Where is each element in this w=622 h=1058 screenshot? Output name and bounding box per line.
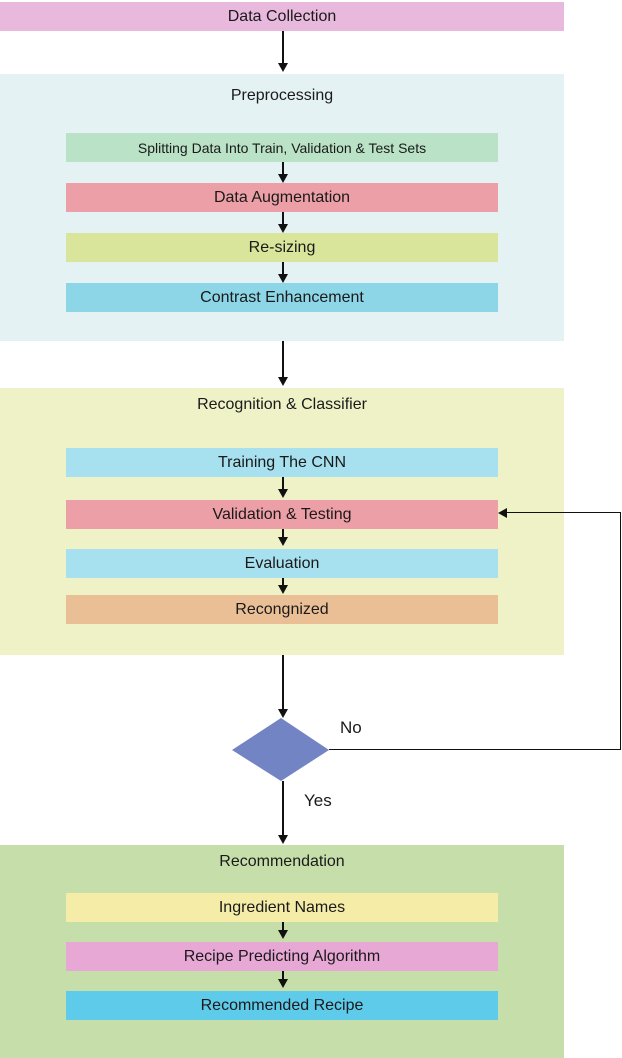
recipe-algorithm-box: Recipe Predicting Algorithm [66, 942, 498, 971]
recognition-title: Recognition & Classifier [197, 396, 367, 413]
arrow-shaft [282, 922, 284, 932]
validation-testing-box: Validation & Testing [66, 500, 498, 529]
recipe-algorithm-label: Recipe Predicting Algorithm [183, 947, 381, 965]
evaluation-box: Evaluation [66, 549, 498, 578]
arrow-head [278, 585, 288, 594]
arrow-shaft [282, 655, 284, 710]
data-collection-box: Data Collection [0, 2, 564, 31]
data-collection-label: Data Collection [227, 7, 337, 25]
recommendation-title: Recommendation [219, 853, 345, 870]
recommended-recipe-label: Recommended Recipe [200, 996, 364, 1014]
split-data-box: Splitting Data Into Train, Validation & … [66, 133, 498, 162]
arrow-head [278, 835, 288, 844]
yes-label: Yes [304, 791, 332, 810]
arrow-head [278, 930, 288, 939]
ingredient-names-label: Ingredient Names [218, 898, 346, 916]
recognized-label: Recongnized [235, 600, 329, 618]
resizing-label: Re-sizing [248, 238, 316, 256]
arrow-head [278, 709, 288, 718]
arrow-shaft [282, 212, 284, 226]
no-branch-line [329, 749, 621, 750]
data-augmentation-label: Data Augmentation [213, 188, 351, 206]
no-label: No [340, 718, 362, 737]
arrow-head [278, 63, 288, 72]
arrow-head [278, 224, 288, 233]
evaluation-label: Evaluation [244, 554, 320, 572]
arrow-shaft [282, 529, 284, 539]
ingredient-names-box: Ingredient Names [66, 893, 498, 922]
training-cnn-box: Training The CNN [66, 448, 498, 477]
validation-testing-label: Validation & Testing [212, 505, 352, 523]
decision-diamond [232, 718, 329, 781]
arrow-head [278, 377, 288, 386]
arrow-shaft [282, 971, 284, 981]
arrow-shaft [282, 477, 284, 491]
preprocessing-title: Preprocessing [230, 87, 334, 104]
arrow-shaft [282, 31, 284, 64]
recommended-recipe-box: Recommended Recipe [66, 991, 498, 1020]
data-augmentation-box: Data Augmentation [66, 183, 498, 212]
arrow-shaft [282, 781, 284, 836]
recognized-box: Recongnized [66, 595, 498, 624]
arrow-head [278, 174, 288, 183]
split-data-label: Splitting Data Into Train, Validation & … [137, 139, 427, 156]
loop-back-line [620, 512, 621, 750]
contrast-enhancement-box: Contrast Enhancement [66, 283, 498, 312]
training-cnn-label: Training The CNN [217, 453, 347, 471]
arrow-shaft [282, 162, 284, 176]
contrast-enhancement-label: Contrast Enhancement [200, 288, 364, 306]
arrow-head [278, 489, 288, 498]
arrow-shaft [282, 341, 284, 378]
arrow-head [278, 537, 288, 546]
arrow-shaft [282, 262, 284, 276]
loop-top-line [506, 512, 621, 513]
arrow-shaft [282, 578, 284, 587]
arrow-head [278, 979, 288, 988]
arrow-head [278, 274, 288, 283]
resizing-box: Re-sizing [66, 233, 498, 262]
loop-arrow-head [498, 508, 507, 518]
